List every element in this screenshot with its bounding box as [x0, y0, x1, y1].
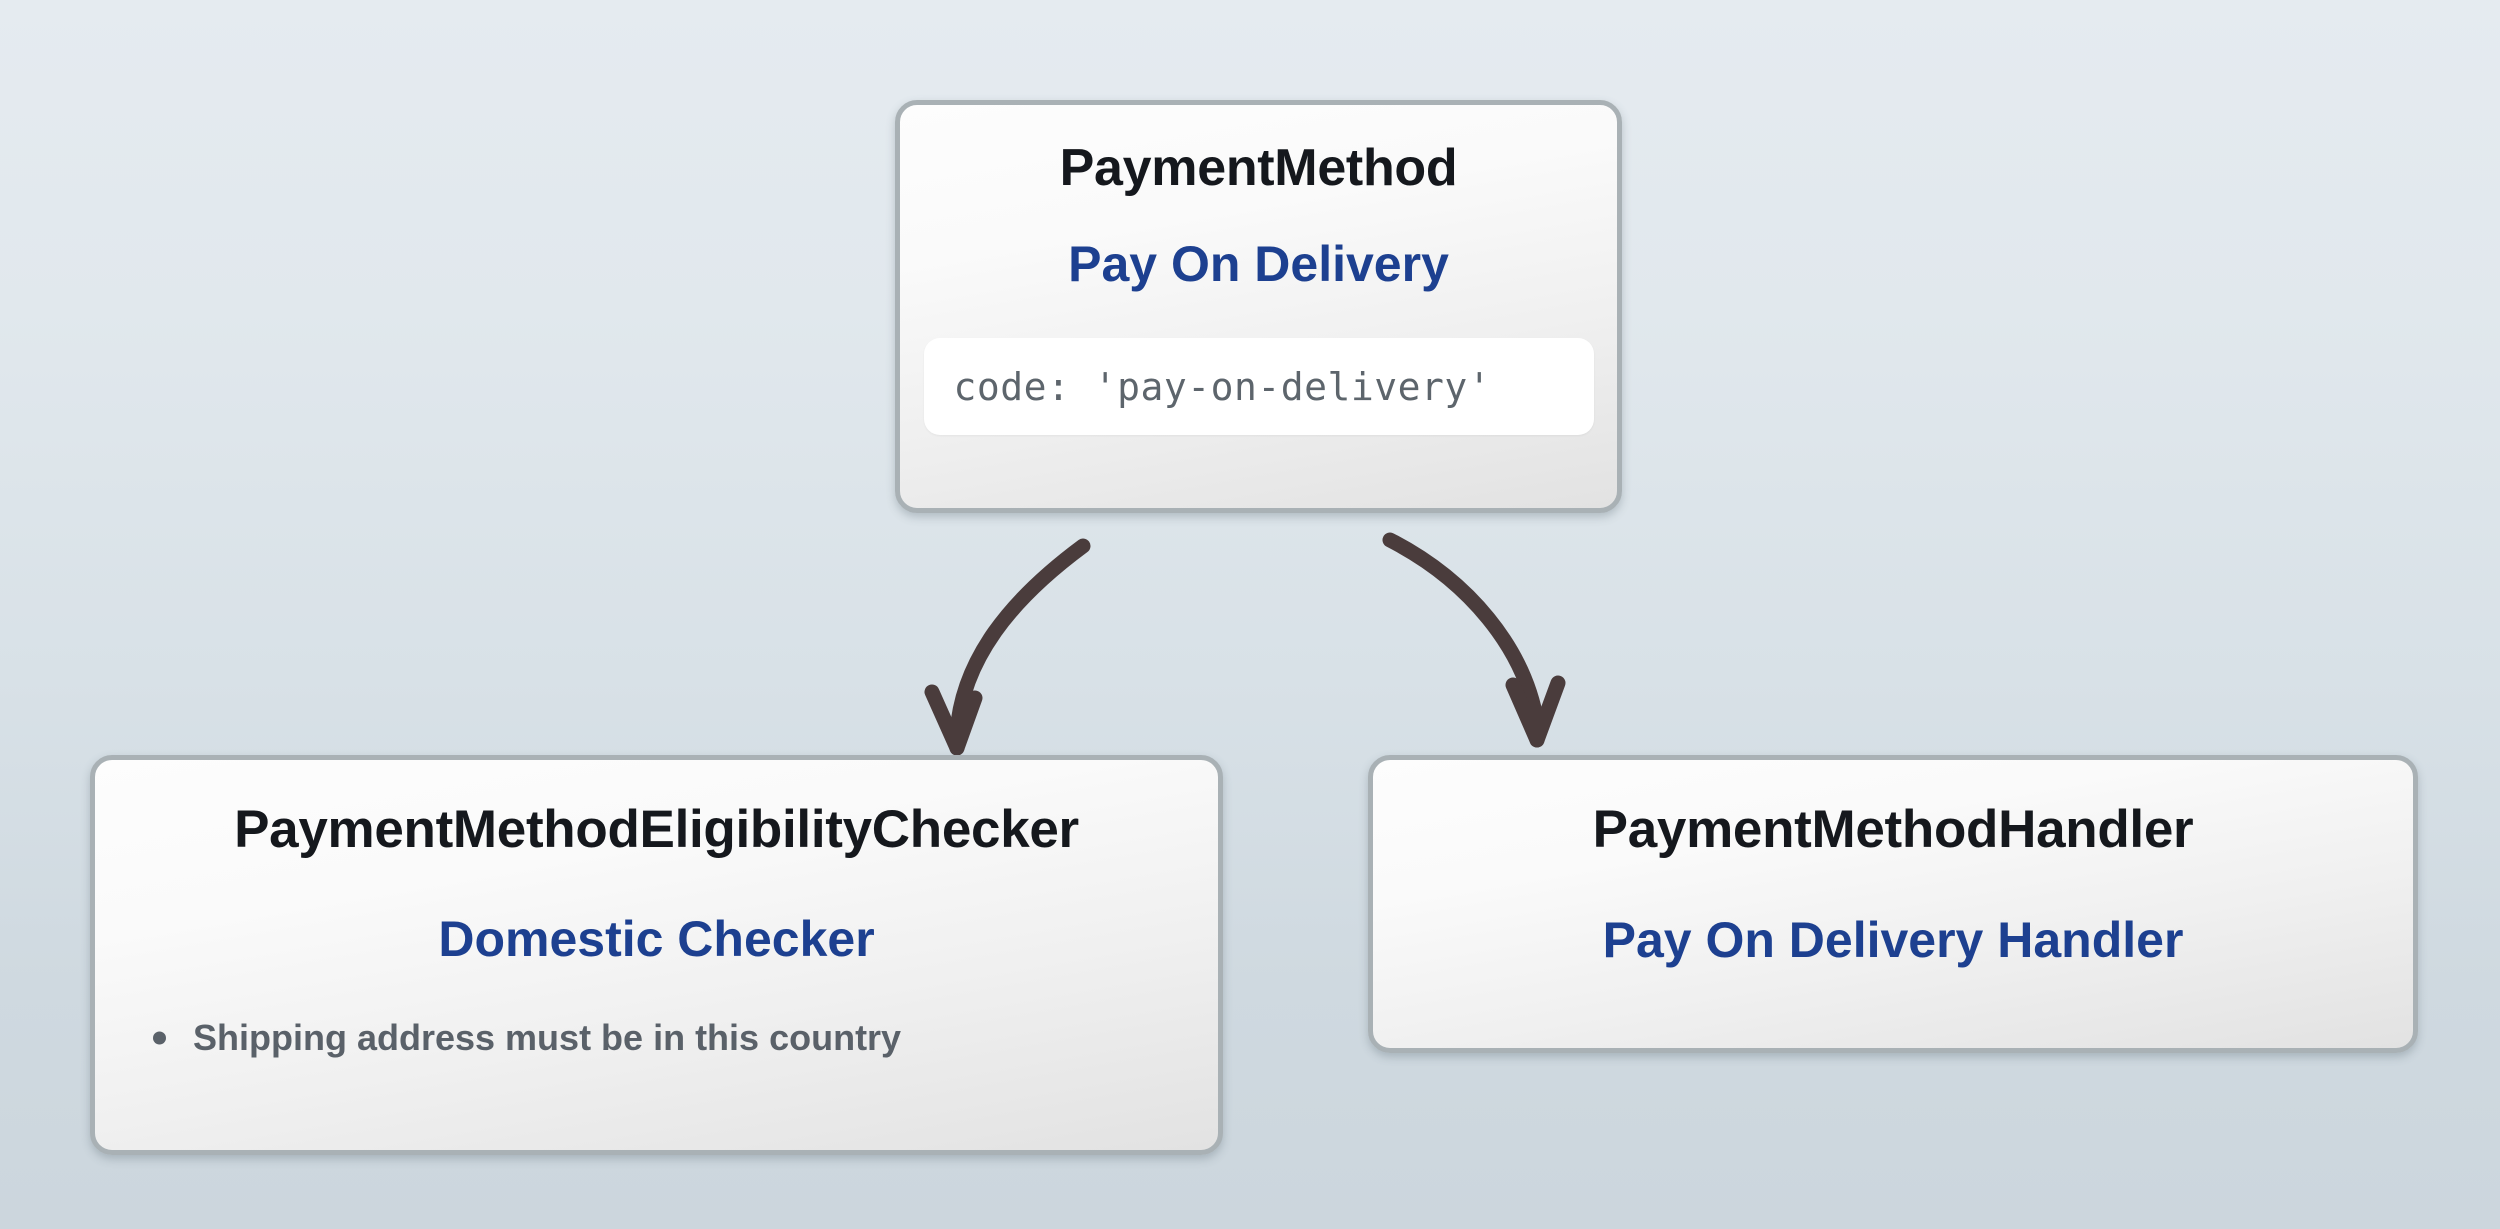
code-text: code: 'pay-on-delivery'	[953, 364, 1492, 409]
node-eligibility-checker[interactable]: PaymentMethodEligibilityChecker Domestic…	[90, 755, 1223, 1155]
list-item: Shipping address must be in this country	[153, 1017, 1188, 1058]
node-payment-method-subtitle: Pay On Delivery	[1068, 235, 1449, 292]
eligibility-criteria-list: Shipping address must be in this country	[125, 1017, 1188, 1058]
node-payment-method[interactable]: PaymentMethod Pay On Delivery code: 'pay…	[895, 100, 1622, 513]
list-item-label: Shipping address must be in this country	[193, 1017, 902, 1059]
node-payment-method-code-box: code: 'pay-on-delivery'	[923, 338, 1594, 436]
bullet-dot-icon	[153, 1031, 166, 1045]
node-payment-handler-subtitle: Pay On Delivery Handler	[1602, 911, 2184, 968]
edge-to-eligibility-checker	[924, 538, 1091, 756]
edge-to-payment-handler	[1382, 532, 1566, 748]
node-eligibility-checker-title: PaymentMethodEligibilityChecker	[234, 800, 1079, 859]
node-payment-handler[interactable]: PaymentMethodHandler Pay On Delivery Han…	[1368, 755, 2418, 1053]
node-eligibility-checker-subtitle: Domestic Checker	[438, 910, 875, 967]
node-payment-handler-title: PaymentMethodHandler	[1592, 800, 2194, 859]
node-payment-method-title: PaymentMethod	[1059, 139, 1458, 197]
